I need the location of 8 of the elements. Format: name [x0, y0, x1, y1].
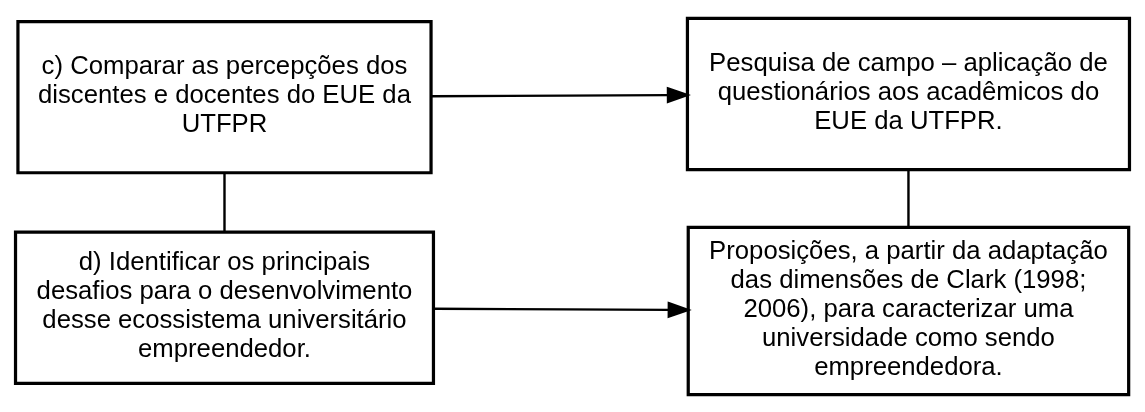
node-box: c) Comparar as percepções dos discentes e docentes do EUE da UTFPR	[16, 19, 433, 174]
node-box: Proposições, a partir da adaptação das dimensões de Clark (1998; 2006), para caracterizar uma universidade como sendo empreendedora.	[686, 225, 1131, 396]
arrow	[431, 86, 691, 104]
connector	[223, 172, 226, 232]
arrow	[433, 300, 692, 318]
node-box: Pesquisa de campo – aplicação de questionários aos acadêmicos do EUE da UTFPR.	[685, 16, 1132, 171]
connector	[907, 169, 910, 227]
node-box: d) Identificar os principais desafios para o desenvolvimento desse ecossistema universitário empreendedor.	[13, 230, 436, 385]
